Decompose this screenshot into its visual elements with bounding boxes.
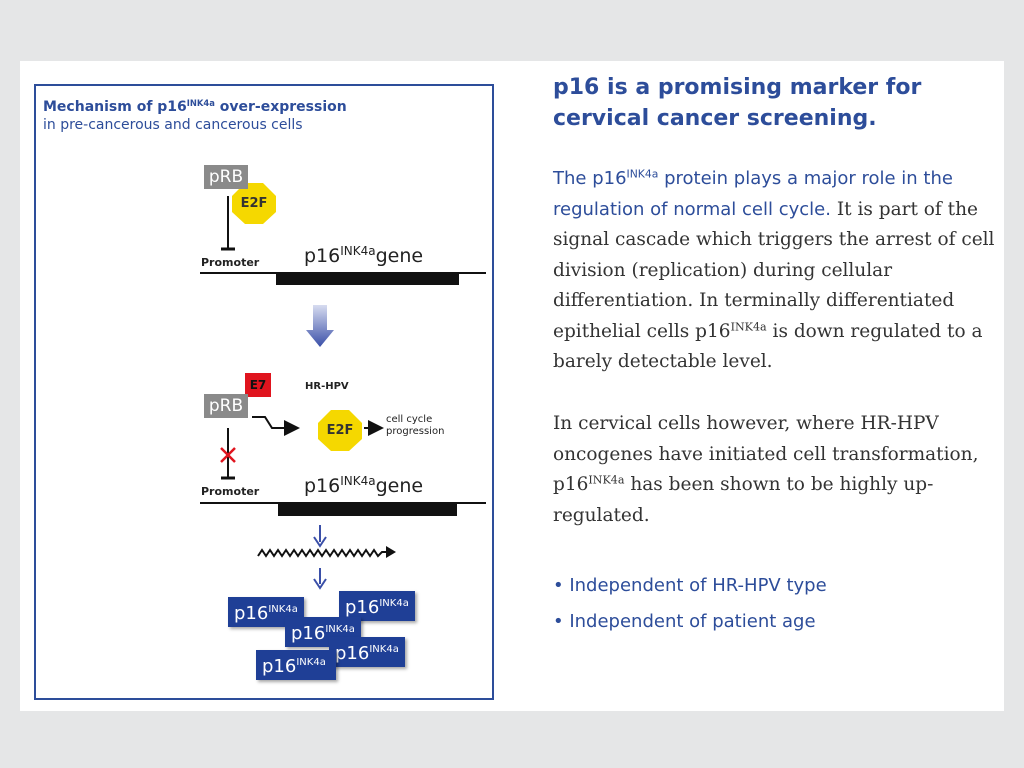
cell-cycle-progression-label: cell cycle progression — [386, 414, 445, 437]
paragraph-1: The p16INK4a protein plays a major role … — [553, 167, 995, 372]
bullet-item: Independent of HR-HPV type — [553, 568, 998, 604]
down-arrow-small-1 — [313, 525, 327, 548]
lead-sentence: The p16INK4a protein plays a major role … — [553, 167, 953, 220]
gene-label-middle: p16INK4agene — [304, 474, 424, 497]
e2f-octagon-top — [232, 183, 276, 224]
e2f-label-top: E2F — [240, 196, 268, 211]
figure-title: Mechanism of p16INK4a over-expression in… — [43, 97, 347, 133]
bullet-list: Independent of HR-HPV type Independent o… — [553, 568, 998, 640]
promoter-label-middle: Promoter — [201, 485, 260, 498]
promoter-label-top: Promoter — [201, 256, 260, 269]
e2f-octagon-middle — [318, 410, 362, 451]
prb-box-top: pRB — [204, 165, 248, 189]
protein-box-2: p16INK4a — [339, 591, 415, 621]
protein-box-5: p16INK4a — [256, 650, 336, 680]
release-arrow — [252, 416, 300, 436]
prb-box-middle: pRB — [204, 394, 248, 418]
down-arrow-small-2 — [313, 568, 327, 590]
gene-bar-middle — [278, 503, 457, 516]
protein-box-3: p16INK4a — [285, 617, 361, 647]
protein-box-4: p16INK4a — [329, 637, 405, 667]
mrna-arrowhead — [386, 546, 396, 558]
slide-heading: p16 is a promising marker for cervical c… — [553, 75, 922, 131]
block-cross-b — [220, 447, 236, 463]
down-arrow-large — [306, 305, 334, 347]
mrna-wave — [257, 548, 388, 558]
hr-hpv-label: HR-HPV — [305, 381, 349, 392]
protein-box-1: p16INK4a — [228, 597, 304, 627]
bullet-item: Independent of patient age — [553, 604, 998, 640]
gene-label-top: p16INK4agene — [304, 244, 424, 267]
gene-bar-top — [276, 273, 459, 285]
e2f-label-middle: E2F — [326, 423, 354, 438]
paragraph-2: In cervical cells however, where HR-HPV … — [553, 413, 979, 526]
e7-box: E7 — [245, 373, 271, 397]
